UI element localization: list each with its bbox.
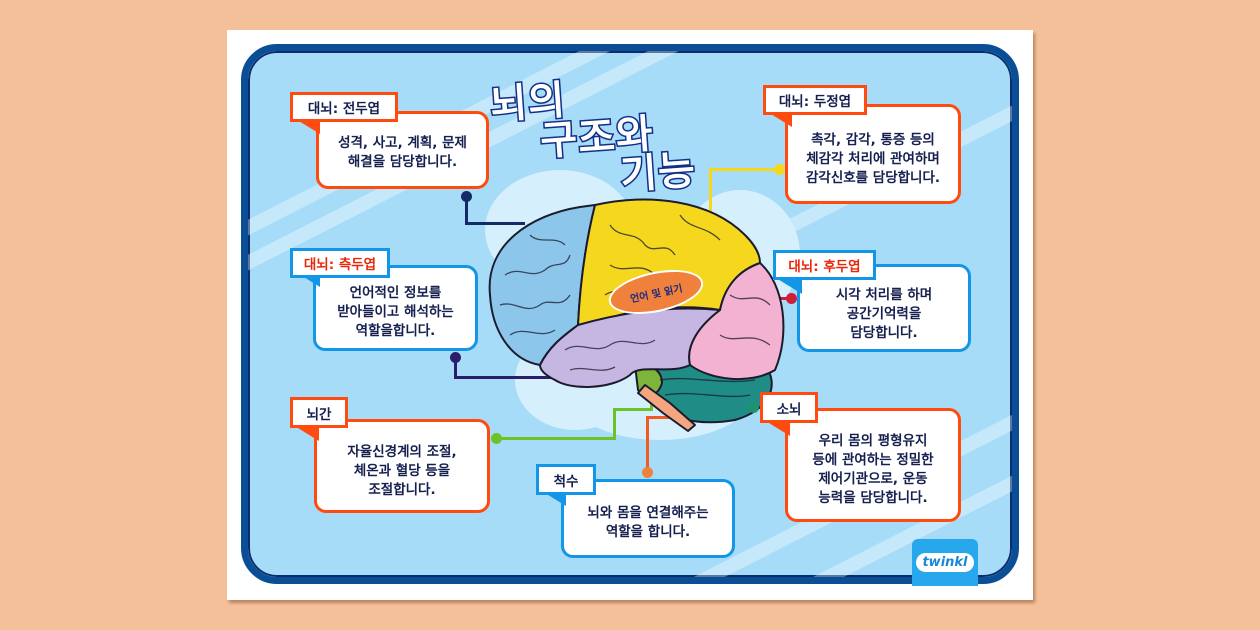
spinal-connector-dot [642,467,653,478]
cerebellum-card-tail [764,420,790,436]
temporal-connector [454,376,574,379]
parietal-card: 촉각, 감각, 통증 등의 체감각 처리에 관여하며 감각신호를 담당합니다. [785,104,961,204]
spinal-connector [646,416,649,472]
frontal-connector [465,222,525,225]
parietal-connector-dot [774,164,785,175]
cerebellum-card-tag: 소뇌 [760,392,818,423]
frontal-card-tag: 대뇌: 전두엽 [290,92,398,122]
frontal-card-tail [294,118,320,134]
twinkl-logo-text: twinkl [916,553,974,572]
temporal-card-tag: 대뇌: 측두엽 [290,248,390,278]
occipital-card-tail [776,278,802,294]
occipital-lobe-region [688,262,785,381]
occipital-connector-dot [786,293,797,304]
spinal-connector [646,416,674,419]
temporal-lobe-region [539,307,721,388]
parietal-card-tail [766,111,792,127]
cerebellum-connector-dot [748,402,759,413]
brainstem-connector [496,437,616,440]
parietal-connector [709,168,712,216]
parietal-card-tag: 대뇌: 두정엽 [763,85,867,115]
frontal-card: 성격, 사고, 계획, 문제 해결을 담당합니다. [316,111,489,189]
brainstem-connector-dot [491,433,502,444]
brainstem-connector [613,408,616,440]
brainstem-card-tag: 뇌간 [290,397,348,428]
temporal-card: 언어적인 정보를 받아들이고 해석하는 역할을합니다. [313,265,478,351]
brainstem-card-tail [293,425,319,441]
spinal-card-tag: 척수 [536,464,596,495]
brainstem-connector [613,408,653,411]
occipital-card-tag: 대뇌: 후두엽 [773,250,876,280]
frontal-connector [465,197,468,224]
twinkl-logo: twinkl [912,539,978,586]
brainstem-card: 자율신경계의 조절, 체온과 혈당 등을 조절합니다. [314,419,490,513]
temporal-connector [454,357,457,378]
spinal-cord-region [637,384,696,432]
parietal-connector [709,168,781,171]
cerebellum-card: 우리 몸의 평형유지 등에 관여하는 정밀한 제어기관으로, 운동 능력을 담당… [785,408,961,522]
temporal-connector-dot [450,352,461,363]
frontal-connector-dot [461,191,472,202]
